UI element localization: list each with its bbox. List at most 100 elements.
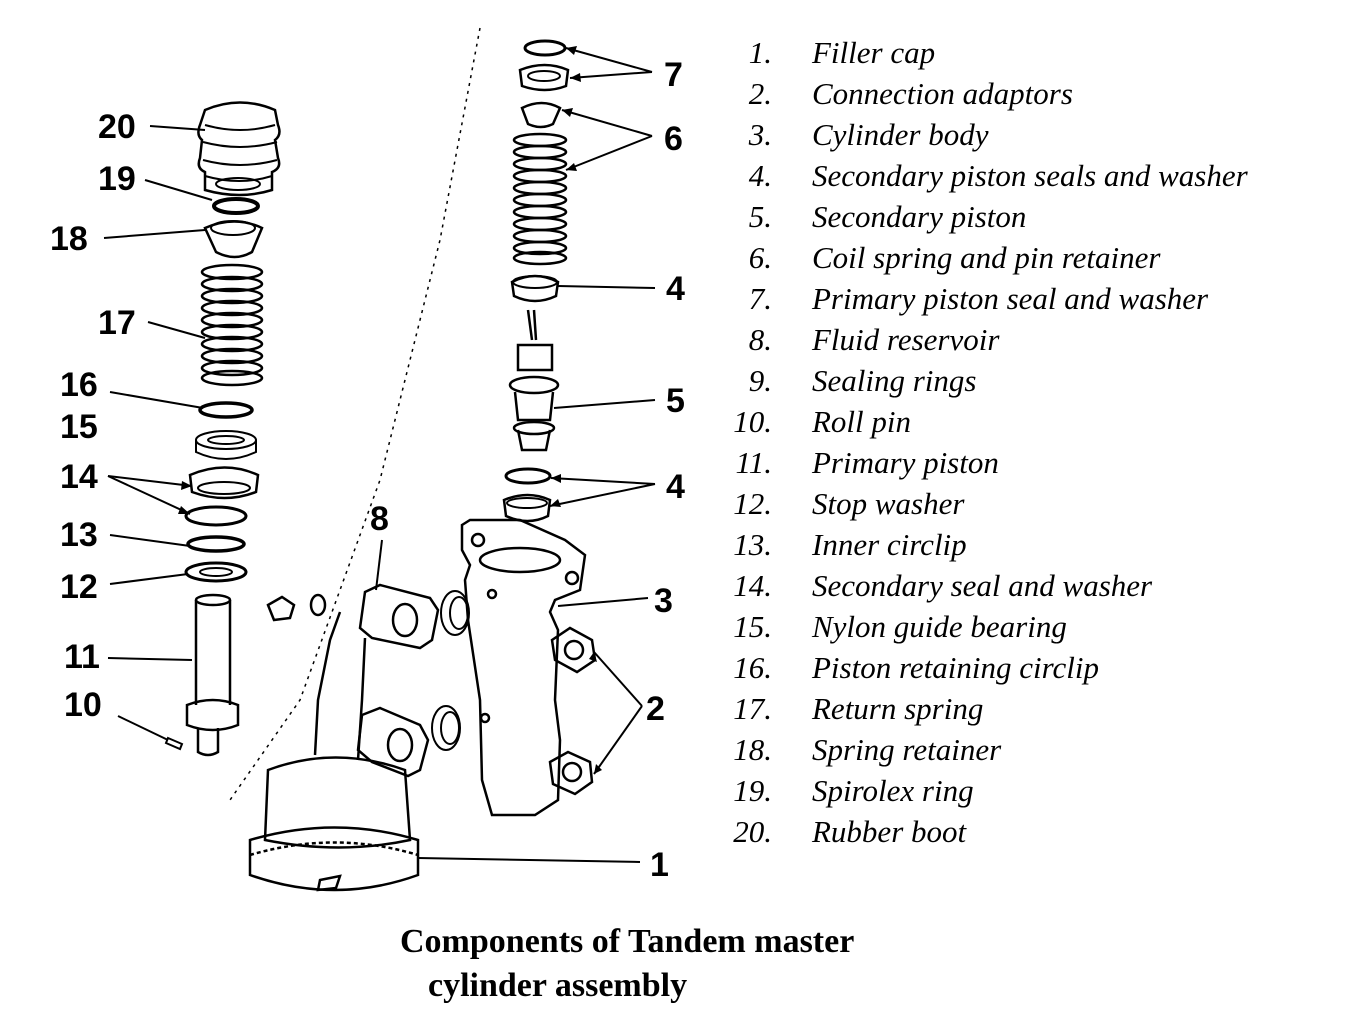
rubber-boot-part [197, 101, 281, 197]
legend-item: 2. Connection adaptors [700, 73, 1340, 114]
legend-item: 5. Secondary piston [700, 196, 1340, 237]
upper-piston-seal-part [510, 274, 560, 303]
leader-12 [109, 573, 189, 585]
callout-14: 14 [60, 458, 98, 496]
legend-number: 11. [735, 445, 772, 480]
callout-19: 19 [98, 160, 136, 198]
legend-item: 11. Primary piston [700, 442, 1340, 483]
legend-item: 18.Spring retainer [700, 729, 1340, 770]
callout-3: 3 [654, 582, 673, 620]
leader-3 [557, 597, 649, 607]
legend-label: Sealing rings [812, 363, 977, 398]
callout-17: 17 [98, 304, 136, 342]
stop-washer-part [184, 561, 248, 583]
leader-14b [107, 475, 191, 515]
leader-4b-a [550, 477, 656, 485]
legend-number: 19. [733, 773, 772, 808]
legend-item: 14.Secondary seal and washer [700, 565, 1340, 606]
legend-number: 5. [748, 199, 772, 234]
callout-7: 7 [664, 56, 683, 94]
legend-label: Coil spring and pin retainer [812, 240, 1161, 275]
legend-number: 6. [748, 240, 772, 275]
callout-8: 8 [370, 500, 389, 538]
legend-label: Spring retainer [812, 732, 1002, 767]
fluid-reservoir-part [266, 583, 440, 778]
legend-label: Inner circlip [812, 527, 967, 562]
legend-label: Return spring [812, 691, 984, 726]
legend-label: Nylon guide bearing [812, 609, 1067, 644]
legend-number: 9. [748, 363, 772, 398]
caption-line-1: Components of Tandem master [400, 923, 855, 960]
assembly-axis-line [229, 27, 481, 801]
callout-1: 1 [650, 846, 669, 884]
leader-2b [593, 705, 643, 775]
legend-number: 1. [748, 35, 772, 70]
legend-number: 15. [733, 609, 772, 644]
leader-7a [565, 47, 653, 73]
leader-5 [553, 399, 656, 409]
nylon-guide-bearing-part [195, 430, 257, 460]
leader-7b [569, 71, 653, 79]
leader-10 [117, 715, 169, 741]
legend-item: 9. Sealing rings [700, 360, 1340, 401]
legend-item: 3.Cylinder body [700, 114, 1340, 155]
cylinder-body-part [460, 518, 597, 817]
callout-6: 6 [664, 120, 683, 158]
coil-spring-part [512, 132, 568, 266]
callout-4-lower: 4 [666, 468, 685, 506]
legend-item: 20. Rubber boot [700, 811, 1340, 852]
legend-number: 2. [748, 76, 772, 111]
legend-item: 13. Inner circlip [700, 524, 1340, 565]
legend-item: 10.Roll pin [700, 401, 1340, 442]
legend-item: 1. Filler cap [700, 32, 1340, 73]
callout-11: 11 [64, 638, 100, 676]
callout-15: 15 [60, 408, 98, 446]
piston-retaining-circlip-part [198, 401, 254, 419]
legend-label: Spirolex ring [812, 773, 974, 808]
spirolex-ring-part [212, 197, 260, 215]
secondary-washer-part [184, 505, 248, 527]
figure-caption: Components of Tandem master cylinder ass… [400, 920, 854, 1008]
legend-number: 7. [748, 281, 772, 316]
legend-number: 16. [733, 650, 772, 685]
leader-2a [593, 651, 643, 707]
legend-number: 20. [733, 814, 772, 849]
sealing-ring-upper-part [440, 590, 470, 636]
caption-line-2: cylinder assembly [428, 967, 688, 1004]
callout-20: 20 [98, 108, 136, 146]
primary-seal-part [518, 63, 570, 92]
legend-label: Piston retaining circlip [812, 650, 1100, 685]
leader-6b [565, 135, 653, 171]
leader-13 [109, 534, 191, 547]
leader-6a [561, 109, 653, 137]
legend-item: 17. Return spring [700, 688, 1340, 729]
legend-item: 15. Nylon guide bearing [700, 606, 1340, 647]
legend-label: Cylinder body [812, 117, 989, 152]
legend-number: 13. [733, 527, 772, 562]
legend-label: Stop washer [812, 486, 965, 521]
secondary-seal-part [188, 466, 260, 500]
leader-11 [107, 657, 193, 661]
lower-piston-seal-part [502, 493, 552, 523]
legend-label: Rubber boot [812, 814, 967, 849]
leader-4a [557, 285, 656, 289]
callout-10: 10 [64, 686, 102, 724]
legend-label: Filler cap [812, 35, 936, 70]
spring-retainer-part [203, 220, 264, 259]
filler-cap-part [248, 756, 420, 892]
leader-20 [149, 125, 206, 131]
legend-item: 12. Stop washer [700, 483, 1340, 524]
legend-item: 19. Spirolex ring [700, 770, 1340, 811]
legend-label: Secondary piston [812, 199, 1027, 234]
roll-pin-part [164, 736, 184, 751]
legend-number: 12. [733, 486, 772, 521]
legend-item: 16. Piston retaining circlip [700, 647, 1340, 688]
leader-18 [103, 229, 206, 239]
legend-number: 17. [733, 691, 772, 726]
legend-label: Connection adaptors [812, 76, 1073, 111]
legend-label: Primary piston [812, 445, 999, 480]
leader-16 [109, 391, 204, 409]
legend-item: 4.Secondary piston seals and washer [700, 155, 1340, 196]
legend-label: Fluid reservoir [812, 322, 1000, 357]
